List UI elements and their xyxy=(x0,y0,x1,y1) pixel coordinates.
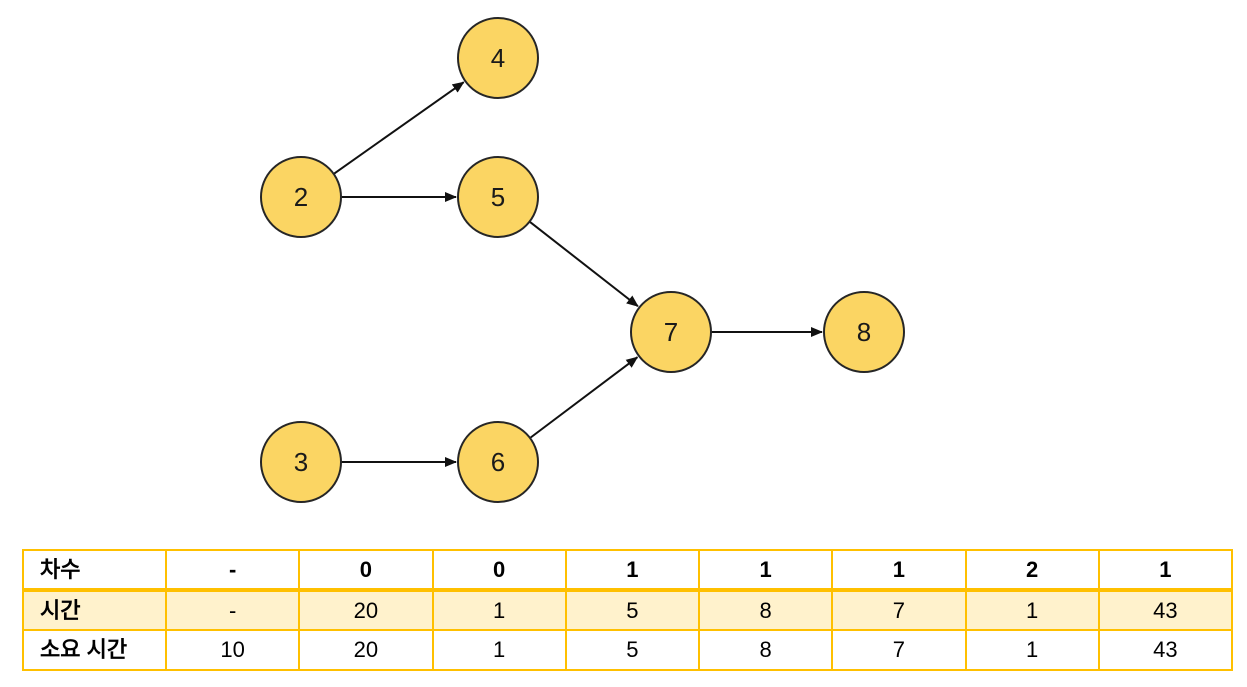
table-cell-r1-c2: 0 xyxy=(298,549,434,592)
node-label: 5 xyxy=(491,182,505,212)
table-cell-r2-c8: 43 xyxy=(1097,589,1234,631)
node-label: 4 xyxy=(491,43,505,73)
node-label: 6 xyxy=(491,447,505,477)
edge-5-to-7 xyxy=(528,220,639,307)
graph-node-8: 8 xyxy=(823,291,905,373)
graph-node-4: 4 xyxy=(457,17,539,99)
node-label: 8 xyxy=(857,317,871,347)
node-label: 3 xyxy=(294,447,308,477)
table-cell-r3-c3: 1 xyxy=(431,629,567,671)
node-circle xyxy=(630,291,712,373)
table-cell-r1-c7: 2 xyxy=(964,549,1100,592)
node-label: 2 xyxy=(294,182,308,212)
dependency-graph: 2 3 4 5 6 7 8 xyxy=(260,17,905,503)
table-cell-r2-c6: 7 xyxy=(831,589,967,631)
table-cell-r2-c2: 20 xyxy=(298,589,434,631)
table-cell-r1-c1: - xyxy=(164,549,301,592)
table-cell-r2-c7: 1 xyxy=(964,589,1100,631)
table-cell-r3-c2: 20 xyxy=(298,629,434,671)
table-cell-r3-c8: 43 xyxy=(1097,629,1234,671)
table-cell-r1-c4: 1 xyxy=(564,549,701,592)
table-cell-r2-c4: 5 xyxy=(564,589,701,631)
table-cell-r3-c6: 7 xyxy=(831,629,967,671)
row-label: 소요 시간 xyxy=(22,629,167,671)
table-cell-r3-c7: 1 xyxy=(964,629,1100,671)
graph-node-6: 6 xyxy=(457,421,539,503)
table-cell-r1-c6: 1 xyxy=(831,549,967,592)
table-cell-r2-c5: 8 xyxy=(697,589,834,631)
node-circle xyxy=(457,156,539,238)
table-cell-r3-c5: 8 xyxy=(697,629,834,671)
table-cell-r1-c8: 1 xyxy=(1097,549,1234,592)
node-circle xyxy=(457,17,539,99)
node-circle xyxy=(260,421,342,503)
table-cell-r2-c3: 1 xyxy=(431,589,567,631)
table-cell-r3-c1: 10 xyxy=(164,629,301,671)
graph-node-5: 5 xyxy=(457,156,539,238)
node-label: 7 xyxy=(664,317,678,347)
edge-6-to-7 xyxy=(529,356,639,439)
graph-node-7: 7 xyxy=(630,291,712,373)
table-cell-r3-c4: 5 xyxy=(564,629,701,671)
graph-node-3: 3 xyxy=(260,421,342,503)
edge-2-to-4 xyxy=(333,81,465,175)
node-circle xyxy=(457,421,539,503)
table-cell-r1-c3: 0 xyxy=(431,549,567,592)
table-cell-r2-c1: - xyxy=(164,589,301,631)
graph-node-2: 2 xyxy=(260,156,342,238)
row-label: 시간 xyxy=(22,589,167,631)
node-circle xyxy=(823,291,905,373)
row-label: 차수 xyxy=(22,549,167,592)
node-circle xyxy=(260,156,342,238)
table-cell-r1-c5: 1 xyxy=(697,549,834,592)
